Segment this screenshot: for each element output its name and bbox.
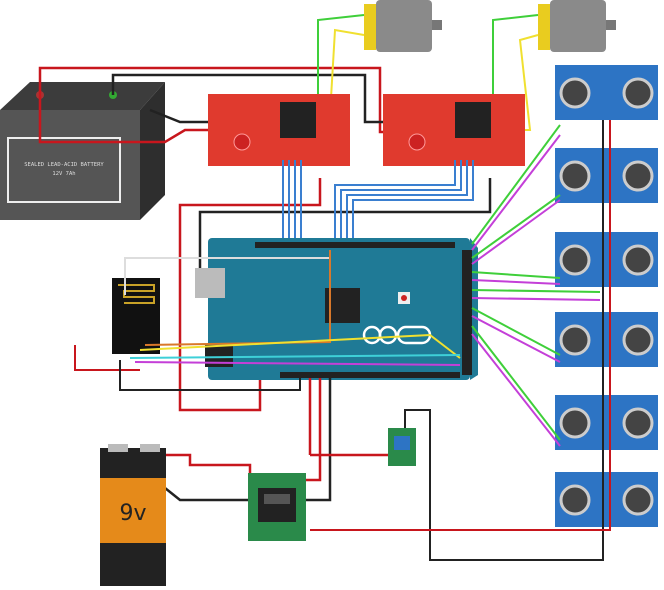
reset-button [401, 295, 407, 301]
ultrasonic-sensor-2 [555, 148, 658, 203]
battery-9v-label: 9v [119, 501, 146, 526]
battery-9v: 9v [100, 444, 166, 586]
digital-header [462, 250, 472, 375]
power-jack [205, 345, 233, 367]
lead-acid-battery: SEALED LEAD-ACID BATTERY 12V 7Ah [0, 82, 165, 220]
ultrasonic-sensor-6 [555, 472, 658, 527]
motor-driver-left [208, 94, 350, 166]
ultrasonic-sensor-3 [555, 232, 658, 287]
arduino-mega-board [195, 238, 478, 380]
driver-signal-wires [282, 160, 474, 240]
battery-label: SEALED LEAD-ACID BATTERY [24, 162, 104, 168]
usb-port [195, 268, 225, 298]
motor-driver-right [383, 94, 525, 166]
nrf-wires [74, 250, 461, 391]
sensor-wires [310, 120, 611, 561]
ultrasonic-sensor-1 [555, 65, 658, 120]
dc-motor-left [364, 0, 442, 52]
dc-motor-right [538, 0, 616, 52]
ultrasonic-sensors [555, 65, 658, 527]
nrf24-wireless-module [112, 278, 160, 354]
power-switch[interactable] [248, 473, 306, 541]
ultrasonic-sensor-5 [555, 395, 658, 450]
battery-rating: 12V 7Ah [52, 171, 75, 177]
ultrasonic-sensor-4 [555, 312, 658, 367]
voltage-regulator-module [388, 428, 416, 466]
